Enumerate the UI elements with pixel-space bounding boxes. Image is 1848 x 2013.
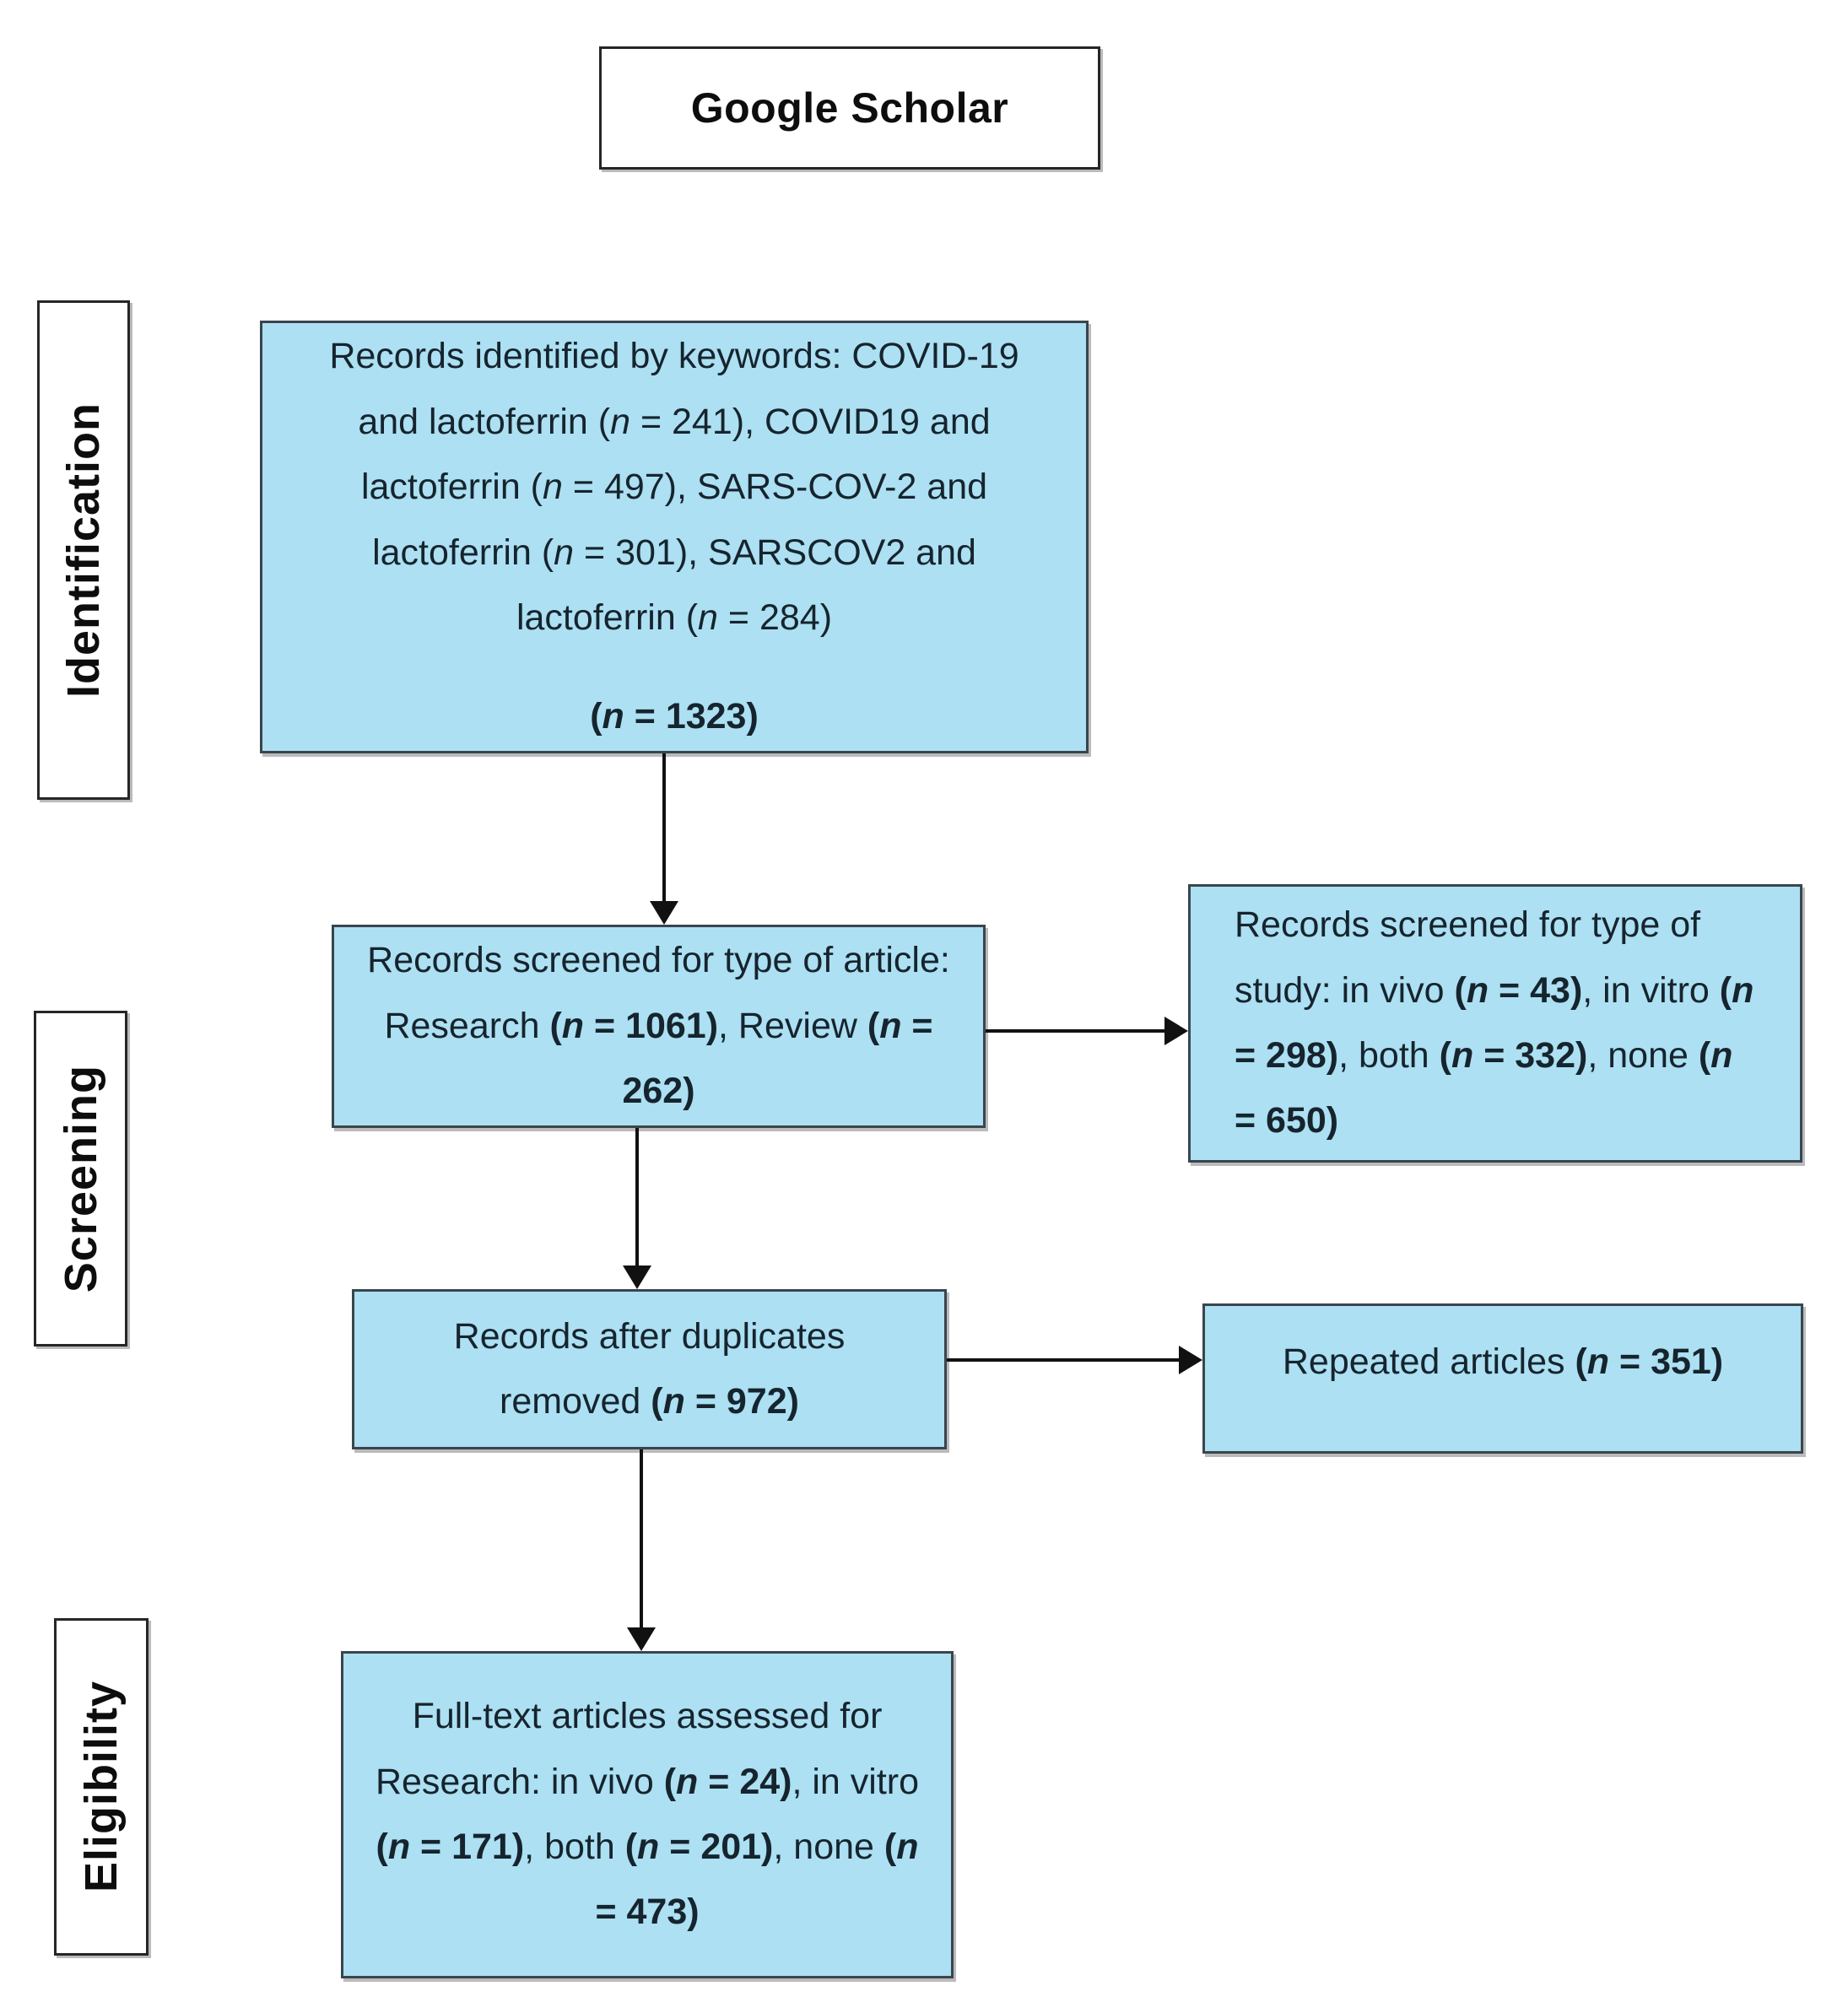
- arrow-after-duplicates-to-repeated: [947, 1346, 1202, 1374]
- arrow-after-duplicates-to-fulltext: [627, 1449, 656, 1651]
- fulltext-assessed-text: Full-text articles assessed for Research…: [375, 1696, 920, 1933]
- stage-label-identification: Identification: [37, 300, 130, 800]
- source-label: Google Scholar: [690, 84, 1009, 132]
- screened-study-type-text: Records screened for type of study: in v…: [1235, 904, 1754, 1141]
- flow-box-repeated-articles: Repeated articles (n = 351): [1202, 1303, 1803, 1454]
- arrow-screened-article-to-study-type: [986, 1017, 1188, 1045]
- stage-label-identification-text: Identification: [58, 402, 109, 698]
- arrowhead-down-icon: [627, 1627, 656, 1651]
- records-identified-text: Records identified by keywords: COVID-19…: [329, 336, 1019, 638]
- flow-box-fulltext-assessed: Full-text articles assessed for Research…: [341, 1651, 954, 1978]
- flow-box-records-identified: Records identified by keywords: COVID-19…: [260, 321, 1089, 753]
- records-identified-total: (n = 1323): [590, 696, 759, 737]
- stage-label-screening-text: Screening: [55, 1064, 106, 1293]
- flow-box-screened-study-type: Records screened for type of study: in v…: [1188, 884, 1802, 1163]
- flow-box-screened-article-type: Records screened for type of article: Re…: [332, 925, 986, 1128]
- arrow-identified-to-screened-article: [650, 753, 678, 925]
- screened-article-type-text: Records screened for type of article: Re…: [367, 940, 950, 1112]
- source-box: Google Scholar: [599, 46, 1100, 170]
- arrowhead-down-icon: [650, 901, 678, 925]
- arrowhead-right-icon: [1164, 1017, 1188, 1045]
- arrow-line: [635, 1128, 639, 1267]
- arrow-line: [947, 1358, 1181, 1362]
- stage-label-eligibility-text: Eligibility: [76, 1681, 127, 1893]
- repeated-articles-text: Repeated articles (n = 351): [1282, 1341, 1724, 1382]
- stage-label-eligibility: Eligibility: [54, 1618, 149, 1956]
- arrow-line: [986, 1029, 1166, 1033]
- arrow-screened-article-to-after-duplicates: [623, 1128, 651, 1289]
- after-duplicates-text: Records after duplicates removed (n = 97…: [453, 1315, 846, 1422]
- flow-box-after-duplicates: Records after duplicates removed (n = 97…: [352, 1289, 947, 1449]
- arrowhead-right-icon: [1179, 1346, 1202, 1374]
- arrowhead-down-icon: [623, 1266, 651, 1289]
- arrow-line: [640, 1449, 643, 1629]
- arrow-line: [662, 753, 666, 903]
- stage-label-screening: Screening: [34, 1011, 127, 1346]
